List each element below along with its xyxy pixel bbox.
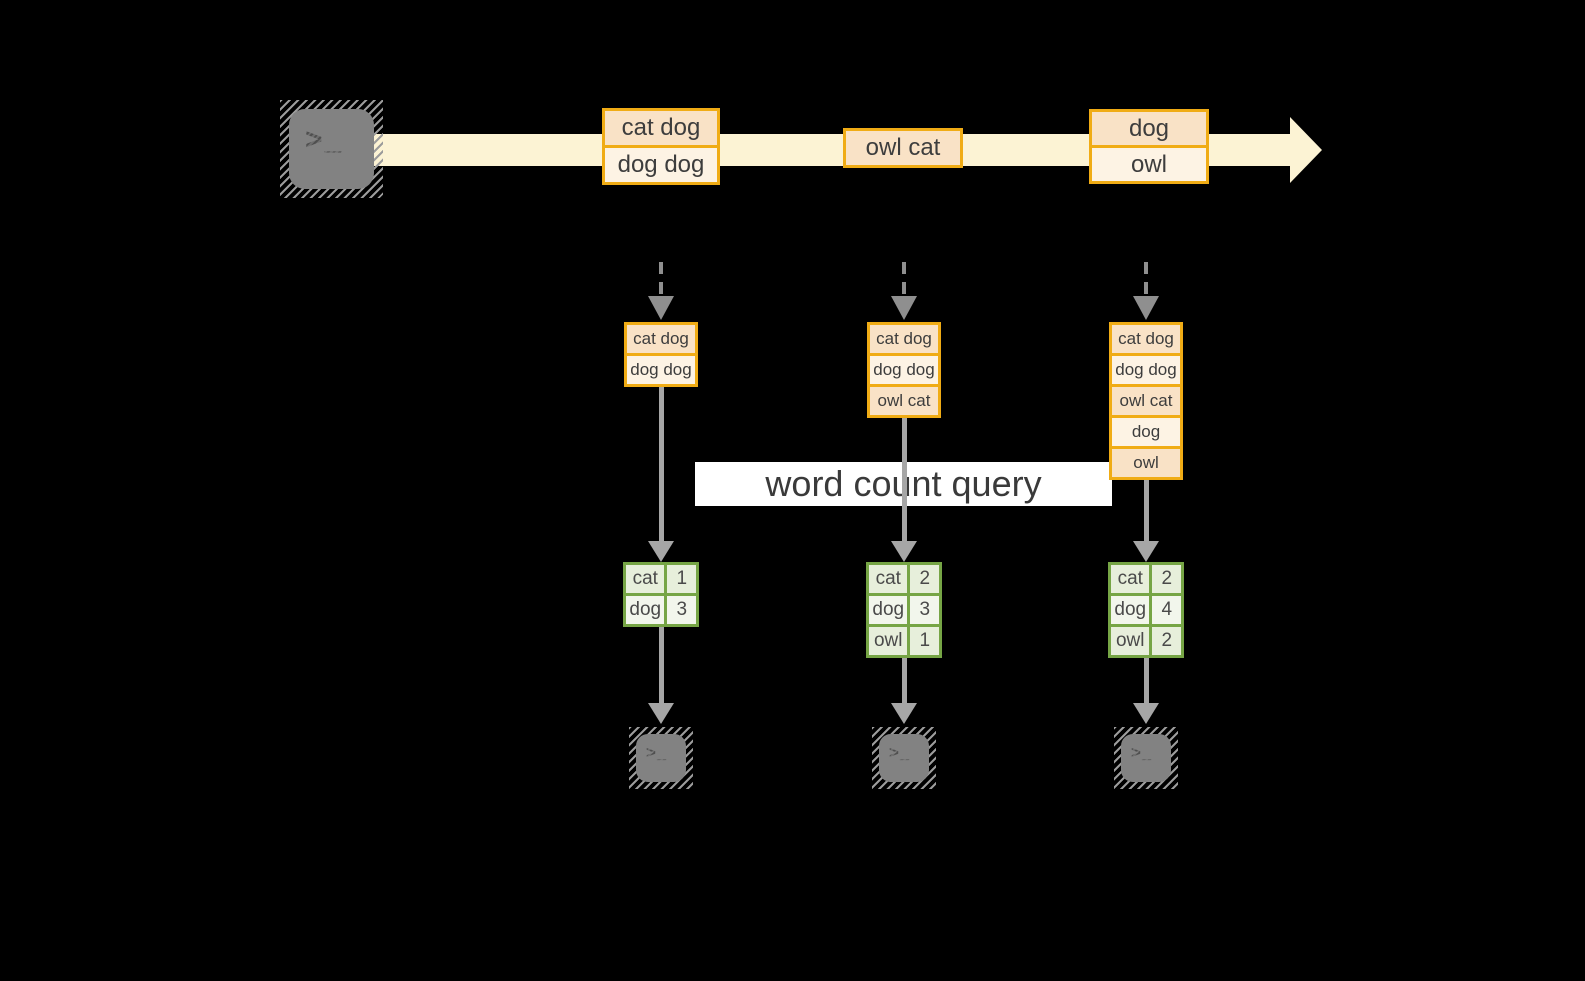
input-row: cat dog bbox=[627, 325, 695, 353]
word-cell: dog bbox=[626, 596, 665, 624]
arrowhead-icon bbox=[1133, 541, 1159, 562]
terminal-output-icon-1: >_ bbox=[629, 727, 693, 789]
result-table-1: cat 1 dog 3 bbox=[623, 562, 699, 627]
terminal-body: >_ bbox=[879, 734, 929, 782]
prompt-glyph: >_ bbox=[889, 743, 929, 763]
dashed-arrow-line-3 bbox=[1144, 262, 1148, 296]
event-line: dog dog bbox=[605, 145, 717, 182]
terminal-body: >_ bbox=[289, 109, 374, 189]
word-cell: dog bbox=[869, 596, 908, 624]
arrow-line bbox=[1144, 480, 1149, 541]
event-line: dog bbox=[1092, 112, 1206, 145]
result-table-3: cat 2 dog 4 owl 2 bbox=[1108, 562, 1184, 658]
word-cell: owl bbox=[1111, 627, 1150, 655]
dashed-arrowhead-icon-2 bbox=[891, 296, 917, 320]
input-row: dog dog bbox=[870, 353, 938, 384]
arrowhead-icon bbox=[648, 541, 674, 562]
prompt-glyph: >_ bbox=[1131, 743, 1171, 763]
arrow-line bbox=[1144, 658, 1149, 703]
table-row: dog 3 bbox=[869, 593, 939, 624]
arrowhead-icon bbox=[1133, 703, 1159, 724]
input-row: dog dog bbox=[1112, 353, 1180, 384]
count-cell: 4 bbox=[1149, 596, 1181, 624]
terminal-output-icon-3: >_ bbox=[1114, 727, 1178, 789]
word-cell: cat bbox=[869, 565, 908, 593]
input-row: owl cat bbox=[870, 384, 938, 415]
arrow-line bbox=[902, 418, 907, 541]
table-row: cat 1 bbox=[626, 565, 696, 593]
word-cell: owl bbox=[869, 627, 908, 655]
terminal-body: >_ bbox=[636, 734, 686, 782]
input-row: owl bbox=[1112, 446, 1180, 477]
arrowhead-icon bbox=[891, 703, 917, 724]
count-cell: 2 bbox=[907, 565, 939, 593]
count-cell: 3 bbox=[664, 596, 696, 624]
count-cell: 2 bbox=[1149, 565, 1181, 593]
count-cell: 1 bbox=[907, 627, 939, 655]
count-cell: 1 bbox=[664, 565, 696, 593]
timeline-event-1: cat dog dog dog bbox=[602, 108, 720, 185]
table-row: dog 4 bbox=[1111, 593, 1181, 624]
terminal-body: >_ bbox=[1121, 734, 1171, 782]
event-line: owl bbox=[1092, 145, 1206, 181]
event-line: cat dog bbox=[605, 111, 717, 145]
dashed-arrow-line-1 bbox=[659, 262, 663, 296]
timeline-event-3: dog owl bbox=[1089, 109, 1209, 184]
input-stack-1: cat dog dog dog bbox=[624, 322, 698, 387]
dashed-arrowhead-icon-1 bbox=[648, 296, 674, 320]
result-table-2: cat 2 dog 3 owl 1 bbox=[866, 562, 942, 658]
table-row: owl 2 bbox=[1111, 624, 1181, 655]
timeline-event-2: owl cat bbox=[843, 128, 963, 168]
prompt-glyph: >_ bbox=[305, 123, 374, 157]
count-cell: 3 bbox=[907, 596, 939, 624]
table-row: cat 2 bbox=[869, 565, 939, 593]
input-row: owl cat bbox=[1112, 384, 1180, 415]
input-row: cat dog bbox=[870, 325, 938, 353]
event-line: owl cat bbox=[846, 131, 960, 165]
arrowhead-icon bbox=[891, 541, 917, 562]
input-row: dog dog bbox=[627, 353, 695, 384]
terminal-output-icon-2: >_ bbox=[872, 727, 936, 789]
arrowhead-icon bbox=[648, 703, 674, 724]
input-row: cat dog bbox=[1112, 325, 1180, 353]
dashed-arrow-line-2 bbox=[902, 262, 906, 296]
table-row: dog 3 bbox=[626, 593, 696, 624]
word-cell: dog bbox=[1111, 596, 1150, 624]
table-row: owl 1 bbox=[869, 624, 939, 655]
arrow-line bbox=[659, 627, 664, 703]
input-stack-2: cat dog dog dog owl cat bbox=[867, 322, 941, 418]
prompt-glyph: >_ bbox=[646, 743, 686, 763]
arrow-line bbox=[902, 658, 907, 703]
table-row: cat 2 bbox=[1111, 565, 1181, 593]
terminal-source-icon: >_ bbox=[280, 100, 383, 198]
timeline-arrowhead-icon bbox=[1290, 117, 1322, 183]
input-stack-3: cat dog dog dog owl cat dog owl bbox=[1109, 322, 1183, 480]
arrow-line bbox=[659, 387, 664, 541]
count-cell: 2 bbox=[1149, 627, 1181, 655]
input-row: dog bbox=[1112, 415, 1180, 446]
word-cell: cat bbox=[1111, 565, 1150, 593]
word-cell: cat bbox=[626, 565, 665, 593]
dashed-arrowhead-icon-3 bbox=[1133, 296, 1159, 320]
